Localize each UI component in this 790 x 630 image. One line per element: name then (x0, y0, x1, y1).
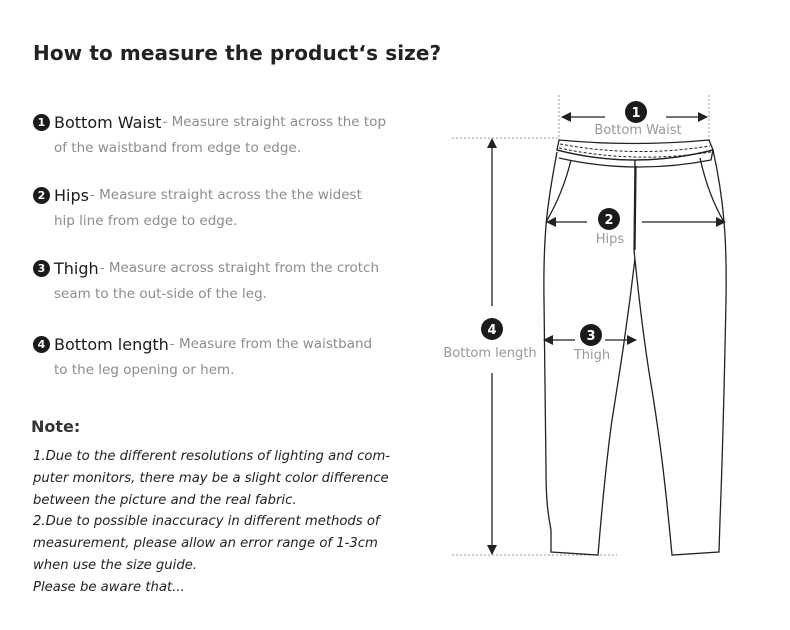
number-4-badge-icon (481, 318, 503, 340)
measurement-name: Bottom length (54, 334, 169, 354)
measurement-desc-cont: hip line from edge to edge. (54, 213, 238, 229)
number-3-badge-icon: 3 (33, 259, 50, 277)
number-1-badge-icon (625, 101, 647, 123)
measurement-name: Hips (54, 185, 89, 205)
measurement-desc-cont: to the leg opening or hem. (54, 362, 235, 378)
page-title: How to measure the product‘s size? (33, 41, 442, 65)
measurement-desc-cont: of the waistband from edge to edge. (54, 140, 302, 156)
diagram-label-length: Bottom length (443, 346, 536, 361)
note-line: puter monitors, there may be a slight co… (33, 470, 389, 486)
note-line: measurement, please allow an error range… (33, 536, 378, 552)
measurement-desc: - Measure from the waistband (169, 336, 373, 352)
diagram-number-3: 3 (586, 329, 595, 344)
note-line: 1.Due to the different resolutions of li… (33, 449, 391, 464)
number-3-badge-icon (580, 324, 602, 346)
number-1-badge-icon: 1 (33, 113, 50, 131)
number-2-badge-icon (598, 208, 620, 230)
note-line: Please be aware that... (33, 579, 185, 595)
measurement-item-thigh: 3 Thigh - Measure across straight from t… (33, 257, 433, 302)
number-4-badge-icon: 4 (33, 335, 50, 353)
note-title: Note: (31, 417, 81, 436)
measurement-desc: - Measure across straight from the crotc… (99, 260, 380, 276)
note-line: when use the size guide. (33, 557, 198, 573)
measurement-name: Thigh (54, 258, 99, 278)
measurement-item-bottom-waist: 1 Bottom Waist - Measure straight across… (33, 111, 433, 156)
diagram-label-waist: Bottom Waist (594, 123, 681, 138)
measurement-item-hips: 2 Hips - Measure straight across the the… (33, 184, 433, 229)
measurement-desc-cont: seam to the out-side of the leg. (54, 286, 267, 302)
measurement-item-bottom-length: 4 Bottom length - Measure from the waist… (33, 333, 433, 378)
diagram-number-4: 4 (487, 323, 496, 338)
diagram-label-hips: Hips (596, 232, 625, 247)
measurement-desc: - Measure straight across the top (162, 114, 387, 130)
note-line: 2.Due to possible inaccuracy in differen… (33, 514, 380, 530)
measurement-desc: - Measure straight across the the widest (89, 187, 362, 203)
measurement-name: Bottom Waist (54, 112, 162, 132)
note-body: 1.Due to the different resolutions of li… (33, 446, 433, 599)
diagram-number-1: 1 (631, 106, 640, 121)
diagram-number-2: 2 (604, 213, 613, 228)
pants-outline-icon (543, 139, 727, 556)
note-line: between the picture and the real fabric. (33, 492, 297, 508)
diagram-label-thigh: Thigh (573, 348, 610, 363)
number-2-badge-icon: 2 (33, 186, 50, 204)
